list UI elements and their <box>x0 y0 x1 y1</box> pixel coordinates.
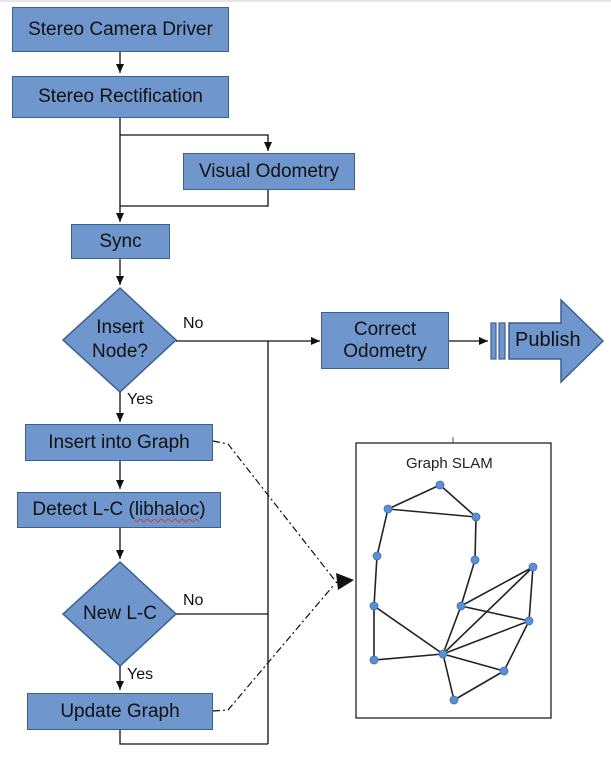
insert-node-text: Insert Node? <box>70 316 170 364</box>
new-lc-text: New L-C <box>83 603 157 624</box>
graph-node <box>456 601 466 611</box>
correct-odometry-line1: Correct <box>353 318 417 340</box>
update-graph-label: Update Graph <box>60 700 180 722</box>
publish-arrow-shape <box>490 298 605 384</box>
insert-node-line1: Insert <box>96 317 144 338</box>
edge-update-graph-to-slam <box>212 585 334 712</box>
correct-odometry-line2: Odometry <box>343 340 427 362</box>
visual-odometry-box: Visual Odometry <box>183 153 355 190</box>
new-lc-no-label: No <box>183 592 204 609</box>
detect-lc-label: Detect L-C (libhaloc) <box>32 499 205 521</box>
edge-insert-graph-to-slam <box>212 440 338 584</box>
graph-node <box>369 601 379 611</box>
detect-lc-box: Detect L-C (libhaloc) <box>17 492 221 528</box>
graph-node <box>383 504 393 514</box>
graph-node <box>528 562 538 572</box>
detect-lc-lib: libhaloc <box>134 499 200 520</box>
slam-arrowhead <box>336 573 354 590</box>
graph-node <box>471 512 481 522</box>
stereo-camera-driver-box: Stereo Camera Driver <box>12 7 229 52</box>
correct-odometry-box: Correct Odometry <box>321 312 449 369</box>
insert-node-yes-label: Yes <box>127 391 154 408</box>
insert-into-graph-box: Insert into Graph <box>25 424 213 461</box>
new-lc-yes-label: Yes <box>127 666 154 683</box>
graph-node <box>369 655 379 665</box>
update-graph-box: Update Graph <box>27 693 213 730</box>
graph-slam-panel <box>355 442 552 719</box>
graph-node <box>438 649 448 659</box>
graph-node <box>499 666 509 676</box>
stereo-rectification-label: Stereo Rectification <box>38 86 203 107</box>
visual-odometry-label: Visual Odometry <box>198 160 340 182</box>
edge-vo-to-sync <box>116 190 269 222</box>
graph-node <box>372 551 382 561</box>
sync-label: Sync <box>99 230 142 252</box>
edge-rectification-to-vo <box>120 134 272 151</box>
graph-edges <box>373 484 534 701</box>
window-top-border <box>0 0 611 2</box>
graph-node <box>449 695 459 705</box>
graph-node <box>435 480 445 490</box>
insert-node-line2: Node? <box>92 341 148 362</box>
graph-node <box>470 555 480 565</box>
publish-label: Publish <box>515 329 581 351</box>
stereo-rectification-box: Stereo Rectification <box>12 76 229 118</box>
detect-lc-prefix: Detect L-C ( <box>32 499 135 520</box>
insert-into-graph-label: Insert into Graph <box>48 431 190 453</box>
stereo-camera-driver-label: Stereo Camera Driver <box>28 18 213 40</box>
detect-lc-suffix: ) <box>199 499 206 520</box>
graph-nodes <box>369 480 538 705</box>
edge-update-graph-return <box>119 730 268 745</box>
insert-node-no-label: No <box>183 315 204 332</box>
graph-node <box>524 616 534 626</box>
graph-slam-title: Graph SLAM <box>406 455 493 472</box>
sync-box: Sync <box>71 224 170 259</box>
